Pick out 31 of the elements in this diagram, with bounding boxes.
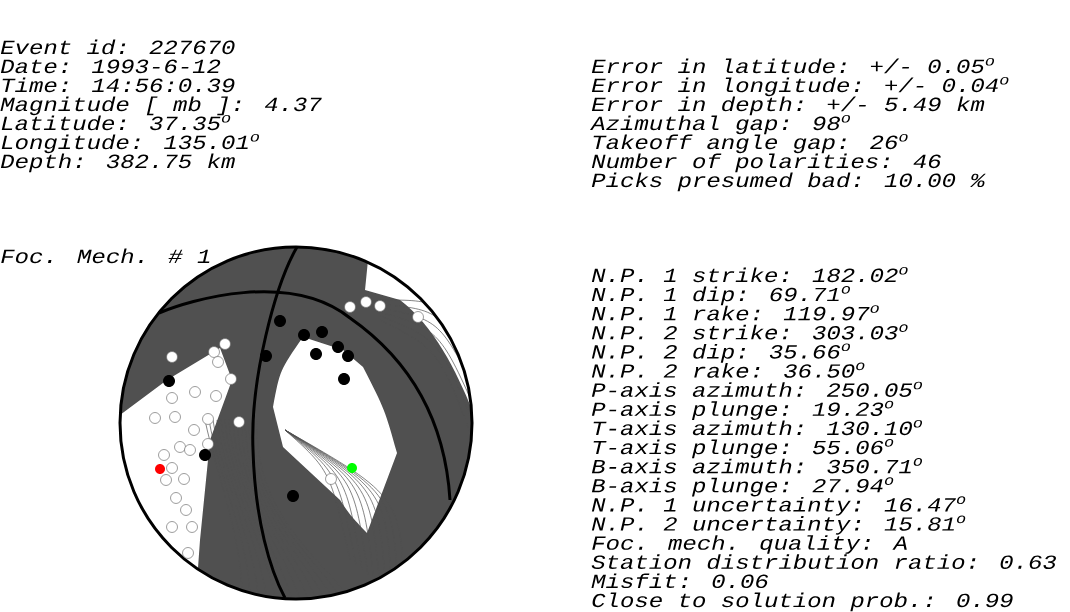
- parameter-text: Time: 14:56:0.39: [2, 77, 235, 93]
- parameter-text: Foc. Mech. # 1: [1, 248, 210, 264]
- parameter-text: N.P. 2 uncertainty: 15.81$^{o}$: [591, 515, 966, 535]
- parameter-text: Error in latitude: +/- 0.05$^{o}$: [591, 57, 994, 74]
- parameter-text: N.P. 2 dip: 35.66$^{o}$: [591, 343, 850, 363]
- parameter-text: Picks presumed bad: 10.00 %: [591, 172, 986, 192]
- parameter-text: Misfit: 0.06: [591, 573, 769, 589]
- parameter-text: Magnitude [ mb ]: 4.37: [0, 96, 322, 116]
- parameter-text: Error in depth: +/- 5.49 km: [591, 96, 985, 116]
- parameter-text: N.P. 2 rake: 36.50$^{o}$: [591, 362, 865, 378]
- parameter-text: T-axis plunge: 55.06$^{o}$: [593, 439, 894, 459]
- parameter-text: Depth: 382.75 km: [0, 153, 235, 173]
- parameter-text: Close to solution prob.: 0.99: [592, 592, 1013, 612]
- parameter-text: B-axis plunge: 27.94$^{o}$: [591, 477, 894, 497]
- parameter-text: Date: 1993-6-12: [0, 59, 221, 74]
- parameter-text: Station distribution ratio: 0.63: [591, 554, 1056, 570]
- parameter-text: B-axis azimuth: 350.71$^{o}$: [591, 458, 922, 474]
- parameter-text: T-axis azimuth: 130.10$^{o}$: [593, 419, 922, 436]
- parameter-text: Foc. mech. quality: A: [592, 535, 907, 554]
- parameter-text: N.P. 2 strike: 303.03$^{o}$: [591, 324, 908, 340]
- parameter-text: P-axis plunge: 19.23$^{o}$: [591, 400, 894, 420]
- parameter-text: N.P. 1 dip: 69.71$^{o}$: [591, 286, 850, 306]
- parameter-text: Event id: 227670: [0, 39, 235, 55]
- parameter-text: Error in longitude: +/- 0.04$^{o}$: [591, 76, 1009, 97]
- parameter-text: Longitude: 135.01$^{o}$: [1, 133, 259, 154]
- parameter-text: N.P. 1 rake: 119.97$^{o}$: [591, 305, 879, 321]
- parameter-text: N.P. 1 strike: 182.02$^{o}$: [591, 266, 908, 283]
- parameter-text: Number of polarities: 46: [591, 153, 941, 173]
- parameter-text: Takeoff angle gap: 26$^{o}$: [593, 133, 908, 154]
- parameter-text: P-axis azimuth: 250.05$^{o}$: [591, 381, 922, 397]
- parameter-text: N.P. 1 uncertainty: 16.47$^{o}$: [591, 496, 966, 516]
